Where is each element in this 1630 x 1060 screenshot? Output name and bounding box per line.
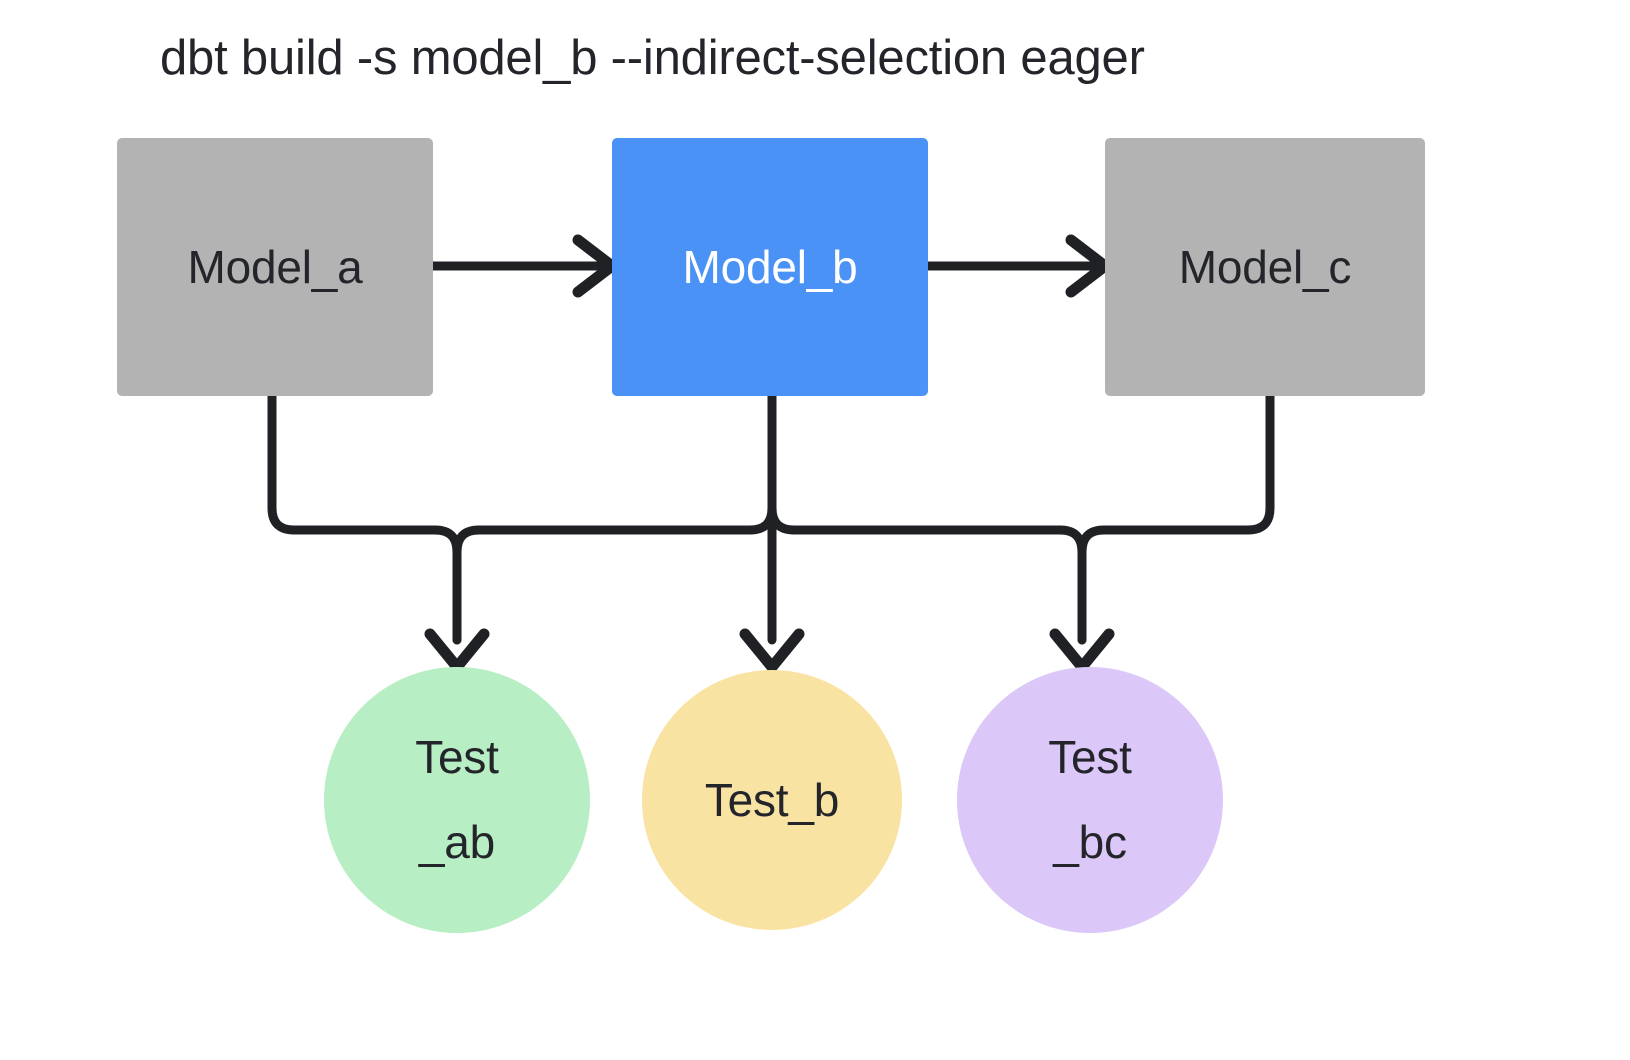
diagram-title: dbt build -s model_b --indirect-selectio… — [160, 31, 1145, 85]
node-model-b[interactable]: Model_b — [612, 138, 928, 396]
node-model-a-label: Model_a — [187, 240, 363, 293]
arrowhead-test-b — [739, 628, 805, 673]
edge-model-b-to-test-bc — [767, 391, 1087, 645]
edge-model-b-to-model-c — [923, 234, 1111, 298]
node-model-a[interactable]: Model_a — [117, 138, 433, 396]
node-test-bc[interactable]: Test _bc — [957, 667, 1223, 933]
node-test-b[interactable]: Test_b — [642, 670, 902, 930]
node-model-c[interactable]: Model_c — [1105, 138, 1425, 396]
node-test-ab[interactable]: Test _ab — [324, 667, 590, 933]
node-test-ab-label: Test _ab — [415, 730, 499, 868]
node-test-bc-label: Test _bc — [1048, 730, 1132, 868]
node-model-c-label: Model_c — [1178, 240, 1352, 293]
node-test-b-label: Test_b — [704, 773, 840, 826]
edge-model-a-to-test-ab — [267, 391, 462, 645]
edge-model-b-to-test-ab — [452, 391, 777, 645]
node-model-b-label: Model_b — [682, 240, 858, 293]
edge-model-c-to-test-bc — [1077, 391, 1275, 645]
edge-model-a-to-model-b — [428, 234, 618, 298]
